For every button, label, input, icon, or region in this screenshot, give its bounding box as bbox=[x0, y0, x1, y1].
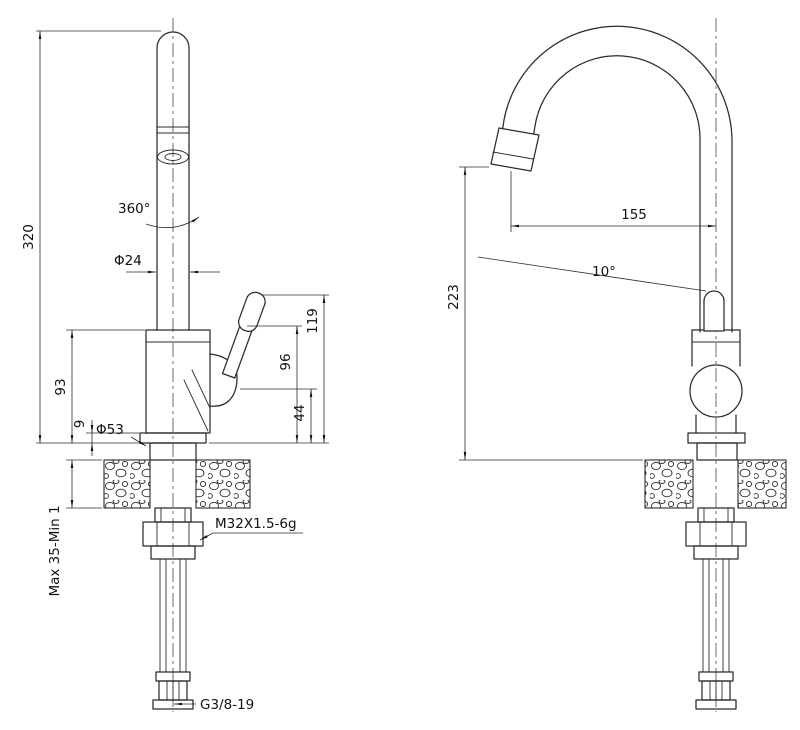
dim-max-min-label: Max 35-Min 1 bbox=[47, 505, 63, 596]
dim-96-label: 96 bbox=[278, 353, 294, 370]
front-countertop-left bbox=[103, 459, 151, 509]
dim-223: 223 bbox=[446, 166, 643, 461]
side-handle-lever bbox=[703, 290, 725, 332]
side-ball-joint bbox=[689, 364, 743, 418]
side-body bbox=[689, 329, 743, 434]
side-mounting-shank bbox=[685, 507, 747, 560]
dim-44: 44 bbox=[240, 388, 317, 443]
dim-360-label: 360° bbox=[118, 201, 151, 217]
side-countertop-right bbox=[737, 459, 787, 509]
dim-320-label: 320 bbox=[21, 224, 37, 250]
dim-phi24-label: Φ24 bbox=[114, 253, 142, 269]
dim-g38-thread: G3/8-19 bbox=[174, 697, 254, 713]
front-handle-boss bbox=[209, 353, 238, 407]
dim-155-label: 155 bbox=[621, 207, 647, 223]
dim-360-rotation: 360° bbox=[118, 201, 200, 229]
front-spout-tube bbox=[156, 31, 190, 331]
side-base-gasket bbox=[696, 442, 738, 461]
side-dimensions: 155 10° 223 bbox=[446, 166, 716, 461]
front-mounting-shank bbox=[142, 507, 204, 560]
dim-m32-label: M32X1.5-6g bbox=[215, 516, 297, 532]
side-countertop-left bbox=[644, 459, 694, 509]
dim-m32-thread: M32X1.5-6g bbox=[199, 516, 303, 541]
dim-max-min: Max 35-Min 1 bbox=[47, 459, 102, 597]
front-body bbox=[145, 329, 211, 434]
front-base-gasket bbox=[149, 442, 197, 461]
dim-155: 155 bbox=[510, 171, 716, 232]
side-spout-nozzle bbox=[490, 127, 540, 172]
dim-9-label: 9 bbox=[72, 420, 88, 429]
front-aerator-outlet bbox=[156, 126, 190, 165]
front-view bbox=[103, 18, 266, 712]
dim-phi53: Φ53 bbox=[96, 422, 147, 447]
dim-119: 119 bbox=[261, 294, 329, 443]
front-countertop-right bbox=[195, 459, 251, 509]
dim-g38-label: G3/8-19 bbox=[200, 697, 254, 713]
front-handle-lever bbox=[221, 291, 266, 379]
dim-93: 93 bbox=[53, 329, 145, 443]
side-hose-fitting bbox=[695, 671, 737, 710]
dim-223-label: 223 bbox=[446, 284, 462, 310]
dim-320: 320 bbox=[21, 30, 161, 444]
side-view bbox=[490, 18, 787, 712]
front-dimensions: 320 360° Φ24 93 9 Φ53 bbox=[21, 30, 329, 713]
side-base-flange bbox=[687, 432, 746, 444]
rotation-arrow bbox=[145, 216, 200, 229]
dim-44-label: 44 bbox=[292, 404, 308, 421]
front-hose-fitting bbox=[152, 671, 194, 710]
dim-phi53-label: Φ53 bbox=[96, 422, 124, 438]
dim-93-label: 93 bbox=[53, 378, 69, 395]
dim-9: 9 bbox=[72, 420, 139, 456]
side-supply-hoses bbox=[702, 558, 730, 673]
dim-phi24: Φ24 bbox=[114, 253, 220, 274]
dim-96: 96 bbox=[247, 325, 302, 443]
side-gooseneck-spout bbox=[501, 25, 733, 333]
dim-10deg: 10° bbox=[477, 256, 707, 292]
dim-10deg-label: 10° bbox=[592, 264, 616, 280]
front-supply-hoses bbox=[159, 558, 187, 673]
dim-119-label: 119 bbox=[305, 308, 321, 334]
